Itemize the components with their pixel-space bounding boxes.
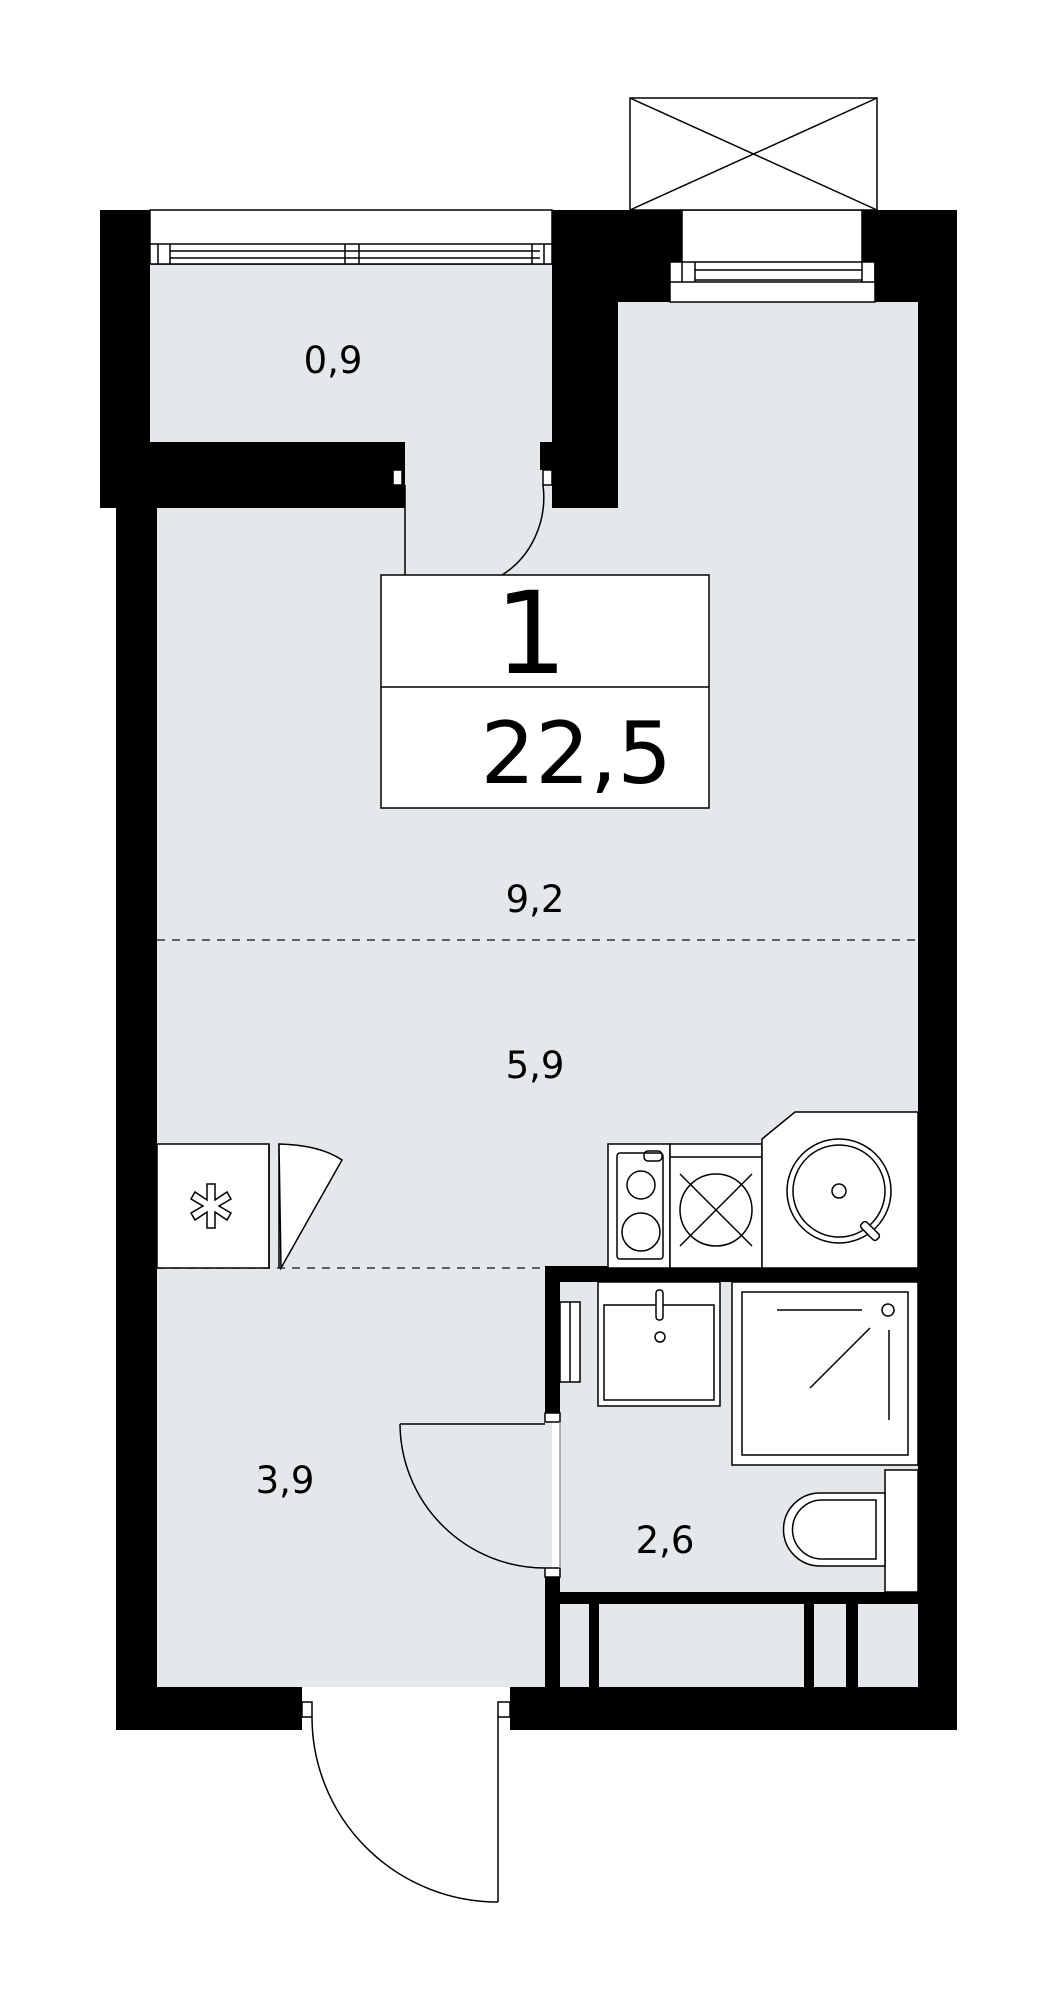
wall-balcony-bottom-left: [100, 442, 405, 508]
basin-faucet: [655, 1289, 664, 1321]
bathroom-fixtures: [559, 1281, 919, 1593]
room-window: [669, 209, 876, 303]
wall-top-right: [862, 210, 957, 302]
room-area-balcony: 0,9: [304, 339, 363, 382]
closet-post-2: [804, 1604, 814, 1687]
ac-box: [156, 1143, 270, 1269]
balcony-door: [392, 469, 553, 576]
wall-bathroom-left-upper: [545, 1266, 560, 1421]
room-area-kitchen: 5,9: [506, 1044, 565, 1087]
rooms-count: 1: [495, 567, 568, 700]
closet-post-1: [589, 1604, 599, 1687]
room-area-bathroom: 2,6: [636, 1519, 695, 1562]
sink-cabinet: [761, 1111, 919, 1269]
wall-door-jamb-right: [540, 442, 555, 470]
total-area: 22,5: [481, 704, 672, 804]
balcony-floor: [128, 264, 552, 442]
dishwasher: [607, 1143, 671, 1269]
wall-left: [116, 508, 157, 1730]
wall-bathroom-top: [545, 1266, 918, 1282]
room-area-hallway: 3,9: [256, 1459, 315, 1502]
kitchen-faucet: [859, 1220, 881, 1242]
balcony-window-sill: [149, 243, 553, 265]
outdoor-unit: [629, 97, 878, 211]
closet-floor: [560, 1604, 918, 1687]
bathroom-door: [399, 1412, 561, 1578]
room-window-frame: [681, 209, 863, 265]
kitchen-appliances: [607, 1111, 919, 1269]
entrance-door: [301, 1701, 511, 1903]
wall-bathroom-left-lower: [545, 1575, 560, 1687]
toilet-tank: [884, 1469, 919, 1593]
toilet-bowl: [782, 1492, 886, 1567]
wall-right: [918, 302, 957, 1730]
balcony-door-swing: [501, 484, 545, 576]
wall-center-pier: [552, 210, 618, 508]
balcony-window: [149, 209, 553, 265]
wall-bathroom-bottom: [560, 1592, 918, 1604]
badge-frame: [380, 574, 710, 809]
ac-swing: [278, 1143, 343, 1271]
entrance-door-swing: [311, 1716, 499, 1903]
room-area-living: 9,2: [506, 878, 565, 921]
balcony-door-floor: [405, 442, 552, 472]
walls: [100, 210, 957, 1730]
wall-bottom-left: [116, 1687, 302, 1730]
snowflake-icon: [189, 1183, 233, 1229]
air-conditioner: [156, 1143, 343, 1271]
closet-post-3: [846, 1604, 858, 1687]
apartment-badge: 1 22,5: [380, 567, 710, 809]
wall-door-jamb-left: [388, 442, 405, 470]
stove: [669, 1143, 763, 1269]
wall-bottom-right: [510, 1687, 957, 1730]
bathroom-door-swing: [399, 1423, 546, 1569]
